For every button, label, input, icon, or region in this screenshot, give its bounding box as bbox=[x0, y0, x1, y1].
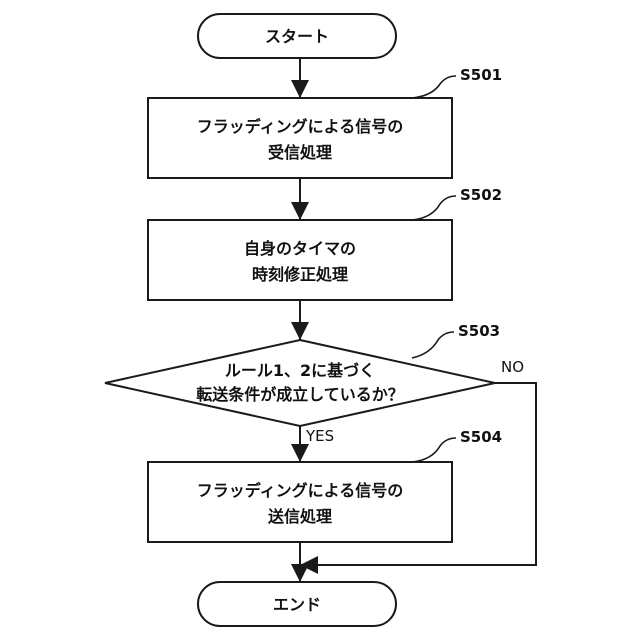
process-s501-line-1: フラッディングによる信号の bbox=[197, 117, 403, 136]
process-box-s502: 自身のタイマの 時刻修正処理 bbox=[148, 220, 452, 300]
process-box-s501: フラッディングによる信号の 受信処理 bbox=[148, 98, 452, 178]
no-label: NO bbox=[501, 358, 524, 376]
step-label-s504: S504 bbox=[460, 428, 502, 446]
process-s504-line-1: フラッディングによる信号の bbox=[197, 481, 403, 500]
process-s501-line-2: 受信処理 bbox=[268, 143, 332, 162]
end-label: エンド bbox=[273, 595, 321, 614]
decision-s503-line-1: ルール1、2に基づく bbox=[225, 361, 375, 380]
process-s502-line-2: 時刻修正処理 bbox=[252, 265, 348, 284]
decision-s503-line-2: 転送条件が成立しているか？ bbox=[196, 385, 404, 404]
leader-s502 bbox=[412, 196, 456, 220]
step-label-s501: S501 bbox=[460, 66, 502, 84]
yes-label: YES bbox=[305, 427, 334, 445]
decision-diamond-s503: ルール1、2に基づく 転送条件が成立しているか？ bbox=[105, 340, 495, 426]
leader-s501 bbox=[412, 76, 456, 98]
process-box-s504: フラッディングによる信号の 送信処理 bbox=[148, 462, 452, 542]
start-label: スタート bbox=[265, 27, 329, 46]
start-terminal: スタート bbox=[198, 14, 396, 58]
process-s502-line-1: 自身のタイマの bbox=[244, 239, 356, 258]
end-terminal: エンド bbox=[198, 582, 396, 626]
leader-s504 bbox=[412, 438, 456, 462]
step-label-s502: S502 bbox=[460, 186, 502, 204]
step-label-s503: S503 bbox=[458, 322, 500, 340]
leader-s503 bbox=[412, 332, 454, 358]
process-s504-line-2: 送信処理 bbox=[267, 507, 332, 526]
